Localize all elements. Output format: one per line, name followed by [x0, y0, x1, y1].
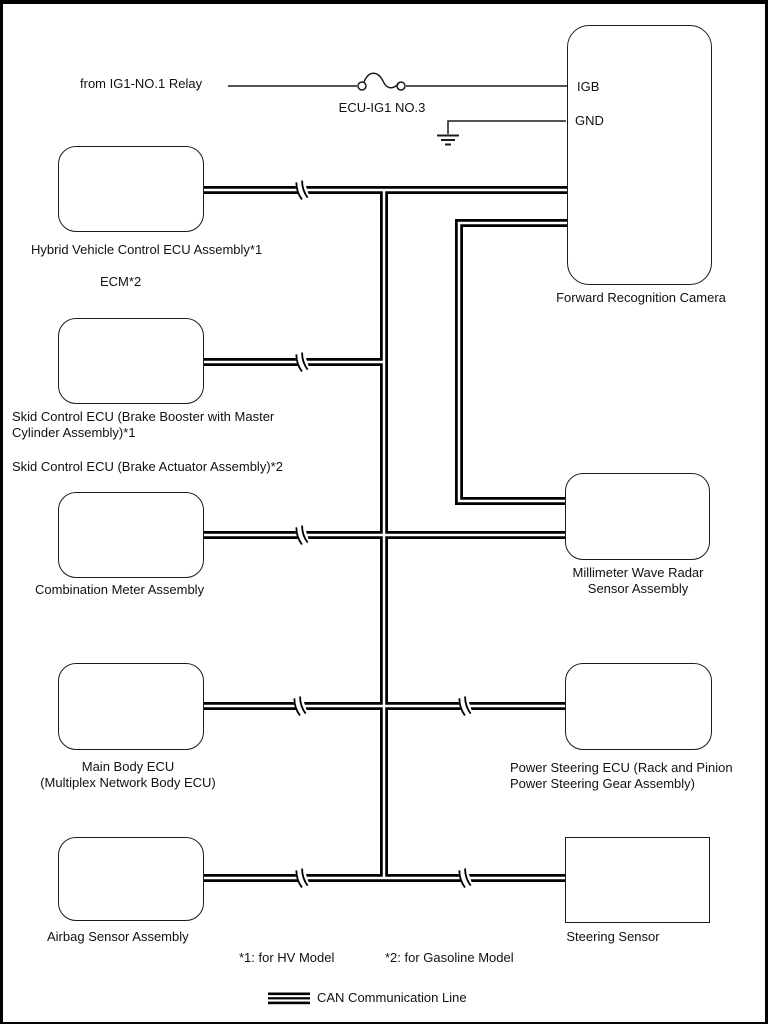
- ground-symbol: [437, 134, 459, 146]
- node-box-main-body-ecu: [58, 663, 204, 750]
- main-body-label-line1: Main Body ECU: [81, 759, 175, 774]
- radar-label-line1: Millimeter Wave Radar: [572, 565, 704, 580]
- combination-meter-label: Combination Meter Assembly: [35, 582, 205, 597]
- footnote-gasoline-model: *2: for Gasoline Model: [385, 950, 514, 965]
- main-body-label-line2: (Multiplex Network Body ECU): [40, 775, 216, 790]
- skid-label-line2: Cylinder Assembly)*1: [12, 425, 136, 440]
- camera-pin-gnd-label: GND: [575, 113, 604, 128]
- power-steering-label-line1: Power Steering ECU (Rack and Pinion: [510, 760, 733, 775]
- ecm-label: ECM*2: [100, 274, 142, 289]
- node-box-power-steering-ecu: [565, 663, 712, 750]
- node-box-combination-meter: [58, 492, 204, 578]
- camera-pin-igb-label: IGB: [577, 79, 600, 94]
- skid-label-line1: Skid Control ECU (Brake Booster with Mas…: [12, 409, 275, 424]
- radar-label-line2: Sensor Assembly: [587, 581, 689, 596]
- airbag-sensor-label: Airbag Sensor Assembly: [47, 929, 189, 944]
- hybrid-ecu-label: Hybrid Vehicle Control ECU Assembly*1: [31, 242, 263, 257]
- fuse-terminal-left: [357, 81, 367, 91]
- node-box-skid-control-ecu: [58, 318, 204, 404]
- legend-can-line-symbol: [268, 992, 310, 1005]
- skid-control-ecu-label: Skid Control ECU (Brake Booster with Mas…: [12, 409, 274, 441]
- can-camera-radar-link: [455, 219, 568, 505]
- millimeter-wave-radar-label: Millimeter Wave Radar Sensor Assembly: [547, 565, 729, 597]
- power-steering-ecu-label: Power Steering ECU (Rack and Pinion Powe…: [510, 760, 733, 792]
- gnd-wire: [447, 120, 566, 134]
- relay-source-label: from IG1-NO.1 Relay: [80, 76, 203, 91]
- node-box-airbag-sensor: [58, 837, 204, 921]
- fuse-label: ECU-IG1 NO.3: [338, 100, 426, 115]
- legend-can-line-label: CAN Communication Line: [317, 990, 467, 1005]
- fuse-element-curve: [363, 72, 400, 89]
- footnote-hv-model: *1: for HV Model: [239, 950, 335, 965]
- node-box-hybrid-vehicle-control-ecu: [58, 146, 204, 232]
- main-body-ecu-label: Main Body ECU (Multiplex Network Body EC…: [27, 759, 229, 791]
- node-box-millimeter-wave-radar: [565, 473, 710, 560]
- camera-title: Forward Recognition Camera: [556, 290, 726, 305]
- power-steering-label-line2: Power Steering Gear Assembly): [510, 776, 695, 791]
- skid-control-ecu-actuator-label: Skid Control ECU (Brake Actuator Assembl…: [12, 459, 283, 474]
- node-box-forward-recognition-camera: [567, 25, 712, 285]
- node-box-steering-sensor: [565, 837, 710, 923]
- steering-sensor-label: Steering Sensor: [566, 929, 660, 944]
